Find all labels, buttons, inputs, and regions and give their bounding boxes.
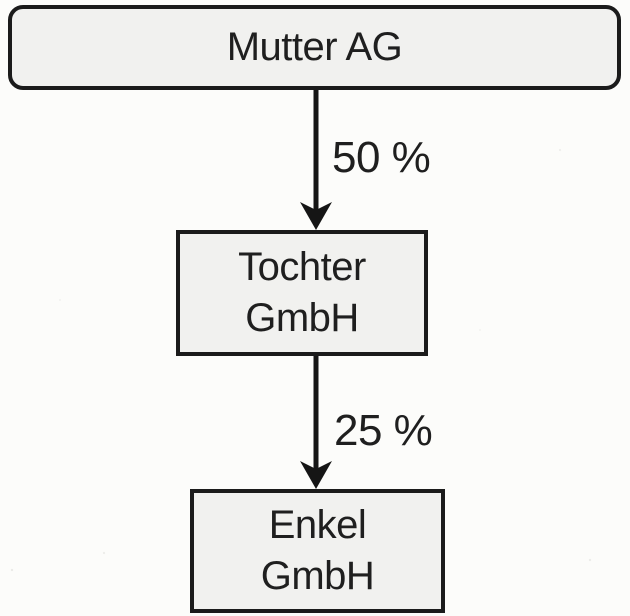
node-enkel-gmbh-label-line2: GmbH bbox=[260, 554, 375, 598]
edge-mutter-to-tochter bbox=[300, 88, 332, 230]
node-tochter-gmbh-label-line1: Tochter bbox=[238, 245, 366, 289]
node-enkel-gmbh-label-line1: Enkel bbox=[268, 503, 367, 547]
arrowhead-down-icon bbox=[300, 461, 332, 489]
node-enkel-gmbh: Enkel GmbH bbox=[190, 489, 445, 613]
edge-label-ownership-50: 50 % bbox=[332, 133, 431, 182]
node-mutter-ag-label: Mutter AG bbox=[226, 25, 403, 69]
edge-tochter-to-enkel bbox=[300, 355, 332, 489]
edge-label-ownership-25: 25 % bbox=[334, 406, 433, 455]
arrowhead-down-icon bbox=[300, 202, 332, 230]
node-tochter-gmbh: Tochter GmbH bbox=[176, 230, 428, 356]
node-mutter-ag: Mutter AG bbox=[8, 5, 621, 90]
node-tochter-gmbh-label-line2: GmbH bbox=[245, 296, 359, 340]
